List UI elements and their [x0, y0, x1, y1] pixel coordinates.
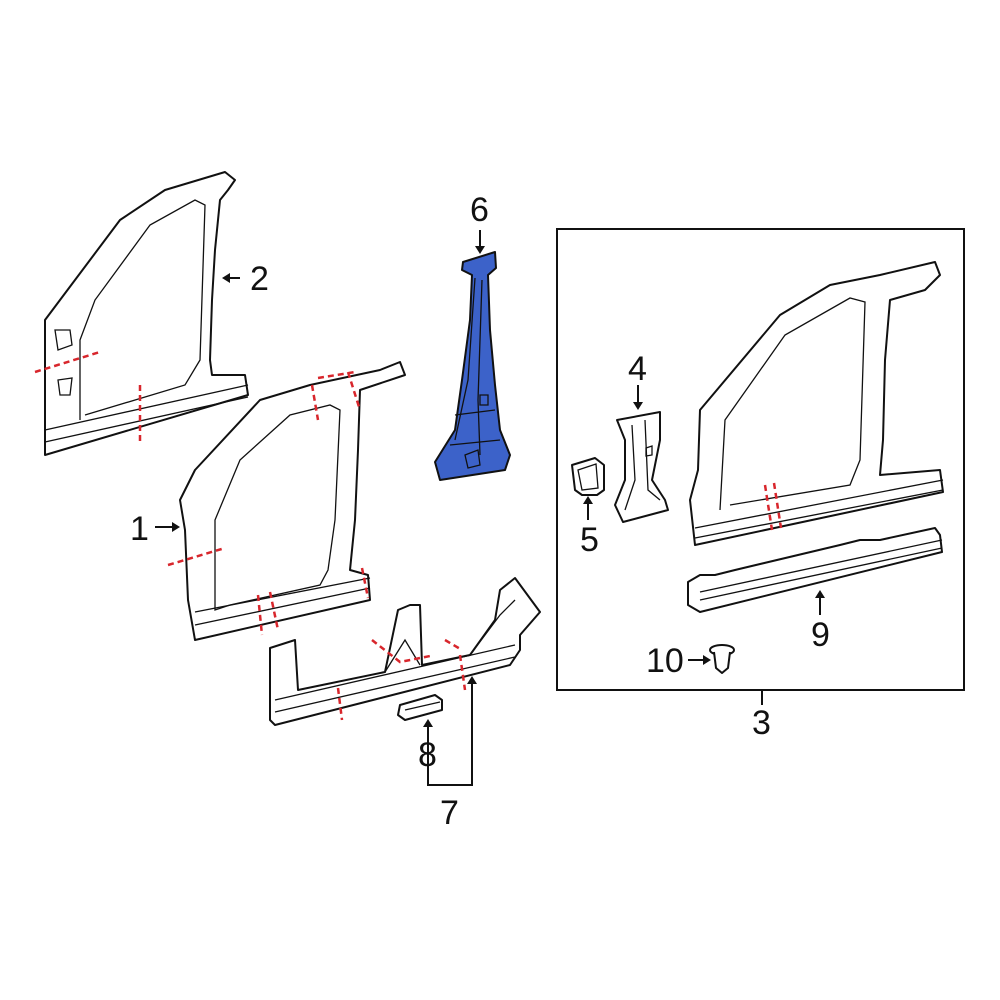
part-1-inner-pillar[interactable] [167, 361, 406, 641]
callout-2[interactable]: 2 [250, 260, 269, 298]
part-6-center-pillar[interactable] [434, 251, 511, 481]
callout-10[interactable]: 10 [646, 642, 684, 680]
part-4-pillar-reinforcement[interactable] [614, 411, 669, 523]
part-9-rocker-reinforcement[interactable] [687, 527, 943, 613]
part-5-bracket[interactable] [571, 457, 605, 496]
part-7-rocker-assembly[interactable] [269, 577, 541, 726]
callout-7[interactable]: 7 [440, 794, 459, 832]
callout-8[interactable]: 8 [418, 736, 437, 774]
leader-lines [155, 230, 825, 786]
callout-6[interactable]: 6 [470, 191, 489, 229]
part-3-uniside[interactable] [689, 261, 944, 546]
callout-3[interactable]: 3 [752, 704, 771, 742]
callout-4[interactable]: 4 [628, 350, 647, 388]
part-2-outer-pillar[interactable] [34, 171, 249, 456]
callout-1[interactable]: 1 [130, 510, 149, 548]
callout-9[interactable]: 9 [811, 616, 830, 654]
part-10-clip[interactable] [709, 644, 735, 674]
callout-5[interactable]: 5 [580, 521, 599, 559]
part-8-bracket[interactable] [397, 694, 443, 721]
group-3-box [556, 228, 965, 691]
